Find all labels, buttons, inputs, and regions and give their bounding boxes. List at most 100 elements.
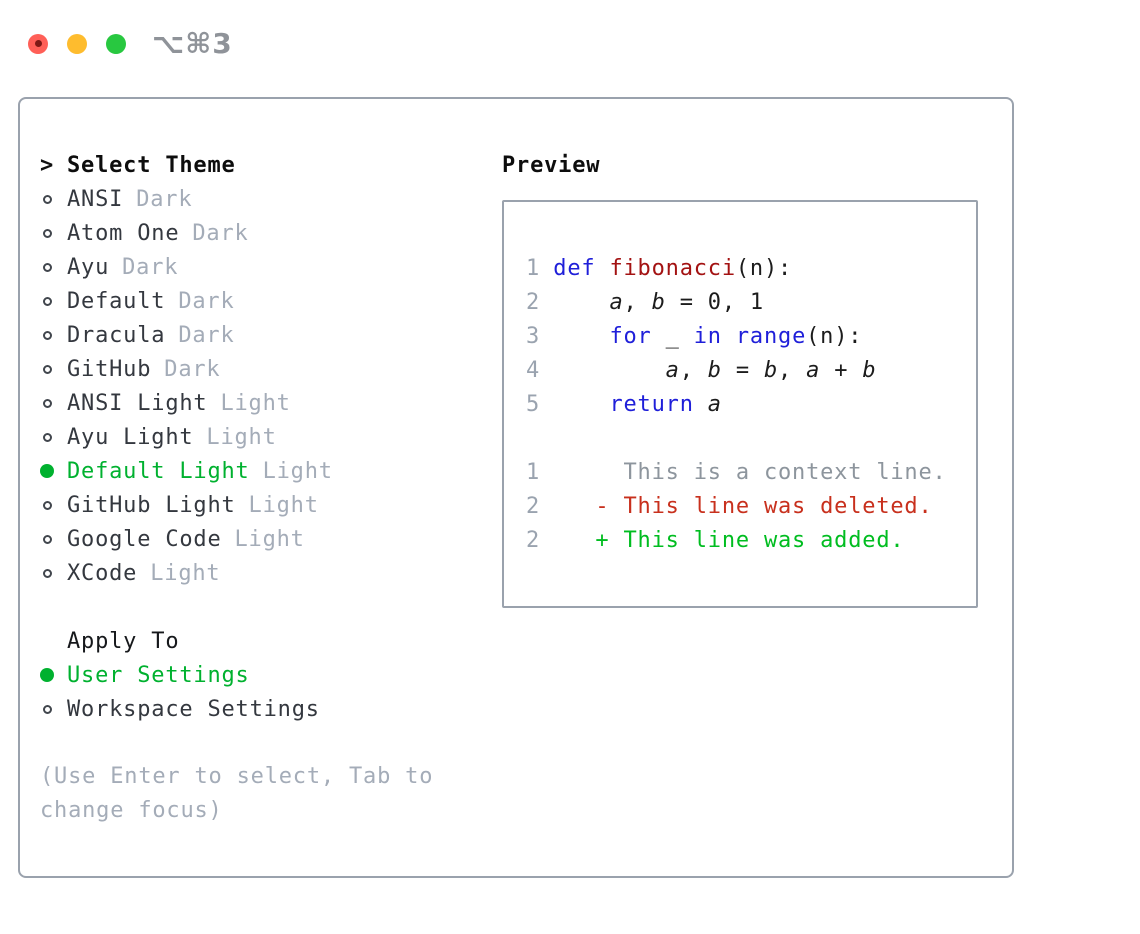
code-token: , bbox=[679, 357, 708, 383]
code-token: in bbox=[693, 323, 722, 349]
line-number: 2 bbox=[526, 289, 541, 315]
radio-unselected-icon bbox=[40, 262, 54, 272]
code-token bbox=[553, 290, 609, 315]
theme-option[interactable]: Default Light Light bbox=[40, 454, 502, 488]
theme-option[interactable]: Ayu Dark bbox=[40, 250, 502, 284]
theme-option[interactable]: Ayu Light Light bbox=[40, 420, 502, 454]
theme-option[interactable]: ANSI Light Light bbox=[40, 386, 502, 420]
radio-circle bbox=[42, 704, 52, 714]
window-title: ⌥⌘3 bbox=[152, 27, 233, 60]
diff-line-context: 1 This is a context line. bbox=[526, 455, 976, 489]
code-line: 2 a, b = 0, 1 bbox=[526, 285, 976, 319]
option-variant: Dark bbox=[122, 254, 179, 280]
radio-selected-icon bbox=[40, 464, 54, 478]
option-variant: Light bbox=[262, 458, 333, 484]
code-token: b bbox=[707, 357, 722, 383]
code-token: a bbox=[665, 357, 680, 383]
code-token: (n): bbox=[735, 255, 793, 281]
code-token: b bbox=[862, 357, 877, 383]
minimize-button[interactable] bbox=[67, 33, 87, 54]
focus-caret-icon: > bbox=[39, 152, 55, 178]
code-token: , bbox=[778, 357, 807, 383]
option-name: GitHub Light bbox=[67, 492, 236, 518]
line-number: 2 bbox=[526, 493, 541, 519]
code-line: 3 for _ in range(n): bbox=[526, 319, 976, 353]
window-titlebar: ⌥⌘3 bbox=[28, 27, 233, 60]
radio-circle bbox=[42, 500, 52, 510]
code-token: + bbox=[820, 357, 863, 383]
option-name: Workspace Settings bbox=[67, 696, 320, 722]
radio-circle bbox=[42, 296, 52, 306]
code-token: (n): bbox=[806, 323, 863, 349]
diff-line-added: 2 + This line was added. bbox=[526, 523, 976, 557]
option-variant: Light bbox=[150, 560, 221, 586]
option-variant: Dark bbox=[178, 322, 235, 348]
option-name: Ayu Light bbox=[67, 424, 194, 450]
diff-line-deleted: 2 - This line was deleted. bbox=[526, 489, 976, 523]
code-token: range bbox=[735, 323, 807, 349]
theme-option[interactable]: XCode Light bbox=[40, 556, 502, 590]
option-name: Google Code bbox=[67, 526, 222, 552]
code-token bbox=[595, 256, 609, 281]
radio-circle bbox=[42, 330, 52, 340]
spacer bbox=[40, 590, 502, 624]
option-variant: Light bbox=[220, 390, 291, 416]
code-token: = 0, 1 bbox=[665, 289, 764, 315]
code-token: b bbox=[651, 289, 666, 315]
option-variant: Light bbox=[206, 424, 277, 450]
code-token bbox=[694, 392, 708, 417]
line-number: 4 bbox=[526, 357, 541, 383]
radio-unselected-icon bbox=[40, 398, 54, 408]
option-name: Default Light bbox=[67, 458, 250, 484]
diff-text: + This line was added. bbox=[553, 527, 905, 553]
option-variant: Dark bbox=[178, 288, 235, 314]
option-name: XCode bbox=[67, 560, 138, 586]
line-number: 1 bbox=[526, 255, 541, 281]
zoom-button[interactable] bbox=[106, 33, 126, 54]
option-name: ANSI Light bbox=[67, 390, 208, 416]
close-button[interactable] bbox=[28, 33, 48, 54]
code-token: a bbox=[609, 289, 624, 315]
apply-to-header: Apply To bbox=[40, 624, 502, 658]
code-token bbox=[553, 324, 609, 349]
radio-unselected-icon bbox=[40, 500, 54, 510]
apply-option[interactable]: User Settings bbox=[40, 658, 502, 692]
line-number: 2 bbox=[526, 527, 541, 553]
radio-unselected-icon bbox=[40, 296, 54, 306]
code-line: 4 a, b = b, a + b bbox=[526, 353, 976, 387]
option-variant: Dark bbox=[192, 220, 249, 246]
spacer bbox=[526, 421, 976, 455]
theme-option[interactable]: Dracula Dark bbox=[40, 318, 502, 352]
option-name: Ayu bbox=[67, 254, 110, 280]
code-token: return bbox=[609, 391, 694, 417]
select-theme-header: > Select Theme bbox=[40, 148, 502, 182]
radio-unselected-icon bbox=[40, 568, 54, 578]
diff-text: - This line was deleted. bbox=[553, 493, 933, 519]
radio-circle bbox=[42, 398, 52, 408]
code-token: for bbox=[609, 323, 652, 349]
radio-circle bbox=[42, 432, 52, 442]
radio-circle bbox=[42, 228, 52, 238]
code-token bbox=[553, 392, 609, 417]
code-line: 5 return a bbox=[526, 387, 976, 421]
option-name: User Settings bbox=[67, 662, 250, 688]
line-number: 5 bbox=[526, 391, 541, 417]
diff-text: This is a context line. bbox=[553, 459, 947, 485]
radio-unselected-icon bbox=[40, 194, 54, 204]
apply-option[interactable]: Workspace Settings bbox=[40, 692, 502, 726]
option-name: Dracula bbox=[67, 322, 166, 348]
radio-selected-icon bbox=[40, 668, 54, 682]
